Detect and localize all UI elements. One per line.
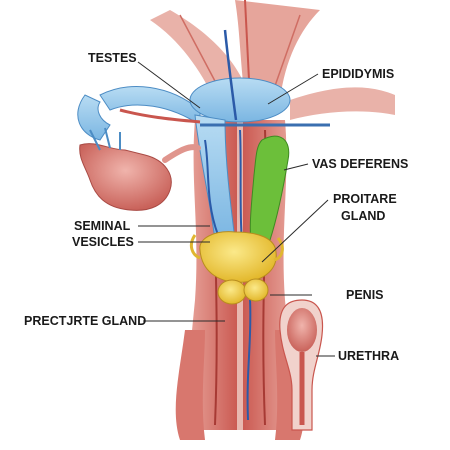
label-proitare-gland-line2: GLAND <box>341 209 385 223</box>
label-seminal-vesicles-line2: VESICLES <box>72 235 134 249</box>
left-pink-organ <box>79 127 201 211</box>
label-prectrte-gland: PRECTJRTE GLAND <box>24 314 146 328</box>
label-epididymis: EPIDIDYMIS <box>322 67 394 81</box>
label-proitare-gland-line1: PROITARE <box>333 192 397 206</box>
label-vas-deferens: VAS DEFERENS <box>312 157 408 171</box>
leader-lines <box>137 61 335 357</box>
label-urethra: URETHRA <box>338 349 399 363</box>
blue-duct-system <box>77 77 330 241</box>
label-seminal-vesicles-line1: SEMINAL <box>74 219 131 233</box>
label-penis: PENIS <box>346 288 384 302</box>
urethra-inset <box>279 299 324 431</box>
yellow-gland <box>189 231 284 305</box>
upper-muscle-fibers <box>150 0 395 120</box>
label-testes: TESTES <box>88 51 137 65</box>
labels: TESTES EPIDIDYMIS VAS DEFERENS PROITARE … <box>24 51 408 363</box>
